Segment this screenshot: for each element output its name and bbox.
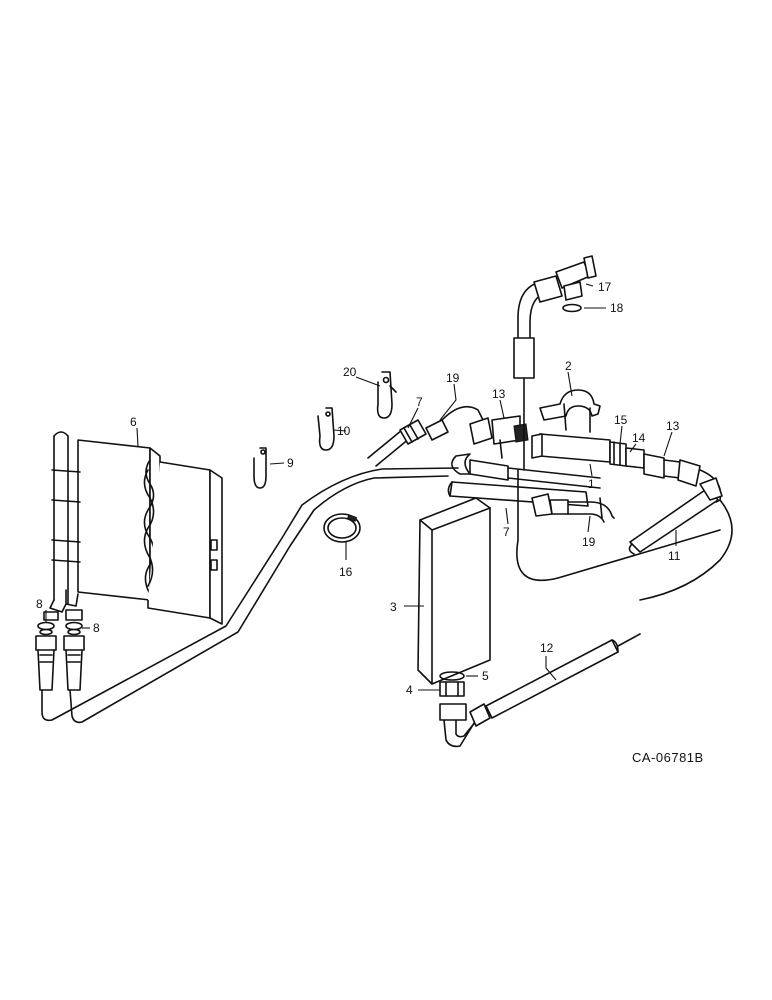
heater-hoses (41, 429, 459, 724)
callout-7-upper: 7 (416, 395, 423, 409)
hose-pipes-mid (447, 453, 733, 601)
callout-17: 17 (598, 280, 612, 294)
o-ring-18 (562, 303, 582, 313)
callout-19-upper: 19 (446, 371, 460, 385)
fitting-7-upper (399, 405, 487, 445)
tee-fitting-13-left (469, 415, 529, 459)
leader-lines (45, 283, 677, 691)
callout-16: 16 (339, 565, 353, 579)
callout-1: 1 (588, 477, 595, 491)
clip-20 (376, 371, 397, 419)
fittings-4-5 (439, 671, 481, 748)
hose-12 (469, 633, 641, 727)
clip-9 (253, 447, 267, 489)
callout-13-right: 13 (666, 419, 680, 433)
heater-core (43, 431, 223, 625)
elbow-fitting-17 (533, 255, 597, 303)
reference-code: CA-06781B (632, 750, 704, 765)
seal-rings (37, 621, 83, 636)
callout-8-left: 8 (36, 597, 43, 611)
callout-5: 5 (482, 669, 489, 683)
supply-tube (513, 281, 721, 582)
callout-10: 10 (337, 424, 351, 438)
callout-14: 14 (632, 431, 646, 445)
left-fittings (35, 635, 85, 691)
callout-3: 3 (390, 600, 397, 614)
callout-19-lower: 19 (582, 535, 596, 549)
callout-4: 4 (406, 683, 413, 697)
bracket-2 (539, 389, 601, 433)
valve-assembly-3 (417, 497, 491, 685)
callout-15: 15 (614, 413, 628, 427)
callout-13-left: 13 (492, 387, 506, 401)
clip-10 (317, 407, 335, 451)
callout-8-right: 8 (93, 621, 100, 635)
callout-18: 18 (610, 301, 624, 315)
callout-7-lower: 7 (503, 525, 510, 539)
callout-labels: 6 9 10 20 7 19 13 2 17 18 15 14 13 1 7 1… (36, 280, 681, 697)
callout-20: 20 (343, 365, 357, 379)
callout-9: 9 (287, 456, 294, 470)
valve-body (531, 433, 701, 487)
callout-2: 2 (565, 359, 572, 373)
callout-12: 12 (540, 641, 554, 655)
callout-6: 6 (130, 415, 137, 429)
callout-11: 11 (668, 549, 681, 563)
hose-clamp (323, 513, 361, 543)
